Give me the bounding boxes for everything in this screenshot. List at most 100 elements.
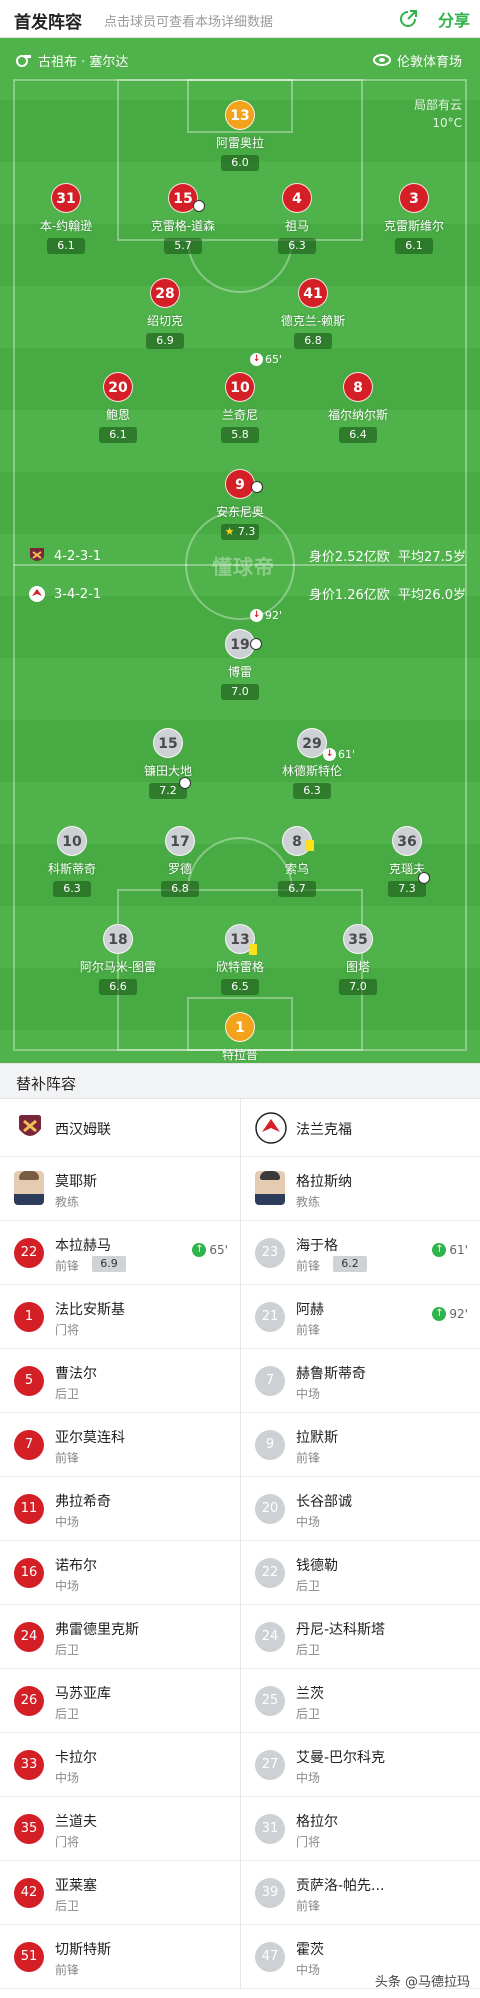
sub-name: 拉默斯 xyxy=(296,1430,338,1446)
sub-name: 霍茨 xyxy=(296,1942,324,1958)
player-number: 1 xyxy=(225,1012,255,1042)
sub-number: 20 xyxy=(255,1494,285,1524)
sub-position: 中场 xyxy=(296,1771,321,1785)
rating-value: 6.6 xyxy=(109,980,127,993)
player-rating: 5.8 xyxy=(221,427,259,443)
player-rating: 6.3 xyxy=(293,783,331,799)
sub-position: 后卫 xyxy=(296,1643,321,1657)
watermark: 头条 @马德拉玛 xyxy=(375,1971,470,1990)
player-name: 欣特雷格 xyxy=(215,960,264,974)
assist-ball-icon xyxy=(418,872,430,884)
away-player[interactable]: 1特拉普6.0 xyxy=(185,1012,295,1063)
venue-row: 伦敦体育场 xyxy=(372,50,462,70)
coach-avatar xyxy=(255,1171,285,1205)
share-button[interactable]: 分享 xyxy=(437,11,470,30)
player-rating: 7.2 xyxy=(149,783,187,799)
rating-value: 6.7 xyxy=(288,882,306,895)
stadium-icon xyxy=(372,54,391,66)
share-icon[interactable] xyxy=(398,9,418,29)
rating-value: 6.1 xyxy=(405,239,423,252)
home-subs-team-row[interactable]: 西汉姆联 xyxy=(0,1099,240,1157)
away-subs-team-row[interactable]: 法兰克福 xyxy=(241,1099,480,1157)
sub-number: 7 xyxy=(255,1366,285,1396)
player-name: 安东尼奥 xyxy=(215,505,264,519)
away-age: 平均26.0岁 xyxy=(398,588,466,603)
sub-name: 本拉赫马 xyxy=(55,1238,111,1254)
player-rating: 6.3 xyxy=(278,238,316,254)
player-name: 科斯蒂奇 xyxy=(47,862,96,876)
away-coach-item[interactable]: 格拉斯纳 教练 xyxy=(241,1157,480,1221)
home-coach-name-sub: 莫耶斯 xyxy=(55,1174,97,1190)
sub-number: 21 xyxy=(255,1302,285,1332)
player-number: 35 xyxy=(343,924,373,954)
rating-value: 7.0 xyxy=(231,685,249,698)
player-name: 镰田大地 xyxy=(143,764,192,778)
home-coach-item[interactable]: 莫耶斯 教练 xyxy=(0,1157,240,1221)
sub-position: 前锋 xyxy=(55,1963,80,1977)
sub-position: 前锋 xyxy=(296,1899,321,1913)
home-age: 平均27.5岁 xyxy=(398,550,466,565)
player-name: 博雷 xyxy=(227,665,252,679)
player-rating: 6.6 xyxy=(99,979,137,995)
sub-in-mark: ↑92' xyxy=(432,1307,468,1321)
sub-number: 24 xyxy=(14,1622,44,1652)
sub-name: 贡萨洛-帕先... xyxy=(296,1878,385,1894)
home-coach-role: 教练 xyxy=(55,1195,80,1209)
away-formation: 3-4-2-1 xyxy=(54,586,102,602)
player-number: 3 xyxy=(399,183,429,213)
player-rating: 5.7 xyxy=(164,238,202,254)
rating-value: 6.3 xyxy=(63,882,81,895)
away-value-row: 身价1.26亿欧 平均26.0岁 xyxy=(309,584,466,603)
home-value: 身价2.52亿欧 xyxy=(308,550,390,565)
player-rating: 6.4 xyxy=(339,427,377,443)
weather-info: 局部有云 10°C xyxy=(414,96,462,132)
sub-position: 后卫 xyxy=(296,1707,321,1721)
sub-number: 23 xyxy=(255,1238,285,1268)
